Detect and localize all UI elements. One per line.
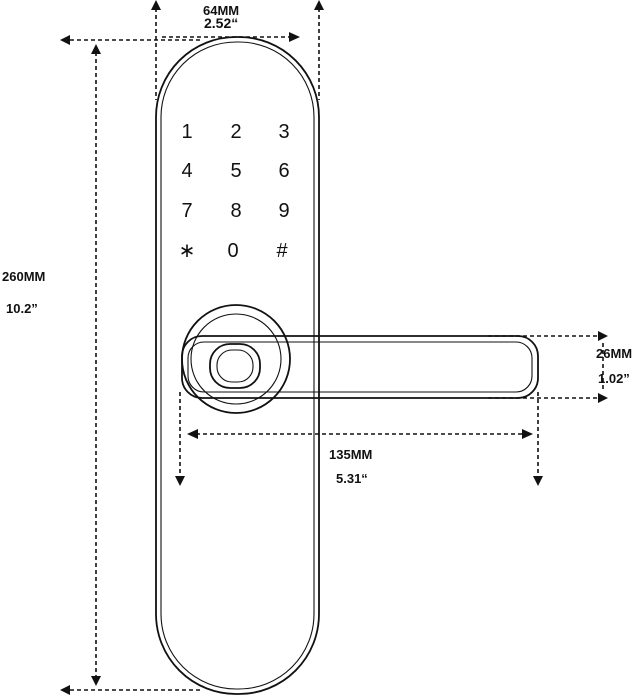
fingerprint-sensor-icon [209,343,261,389]
lock-plate [155,36,320,695]
keypad-key: 1 [181,121,192,143]
keypad-key: 7 [181,200,192,222]
handle-thickness-metric-label: 26MM [596,346,632,361]
height-imperial-label: 10.2” [6,301,38,316]
keypad-key: 4 [181,160,192,182]
width-dimension: 64MM 2.52“ [151,0,324,100]
keypad: 1 2 3 4 5 6 7 8 9 ∗ 0 # [179,121,290,262]
keypad-key: # [276,240,288,262]
keypad-key: 6 [278,160,289,182]
keypad-key: ∗ [179,240,196,262]
handle-thickness-dimension: 26MM 1.02” [488,331,632,403]
handle-thickness-imperial-label: 1.02” [598,371,630,386]
lever-handle [181,304,539,414]
height-metric-label: 260MM [2,269,45,284]
handle-length-dimension: 135MM 5.31“ [175,392,543,486]
width-metric-label: 64MM [203,3,239,18]
keypad-key: 8 [230,200,241,222]
keypad-key: 9 [278,200,289,222]
handle-length-metric-label: 135MM [329,447,372,462]
height-dimension: 260MM 10.2” [2,35,200,695]
keypad-key: 3 [278,121,289,143]
handle-length-imperial-label: 5.31“ [336,471,368,486]
keypad-key: 2 [230,121,241,143]
keypad-key: 5 [230,160,241,182]
keypad-key: 0 [227,240,238,262]
width-imperial-label: 2.52“ [204,15,238,31]
